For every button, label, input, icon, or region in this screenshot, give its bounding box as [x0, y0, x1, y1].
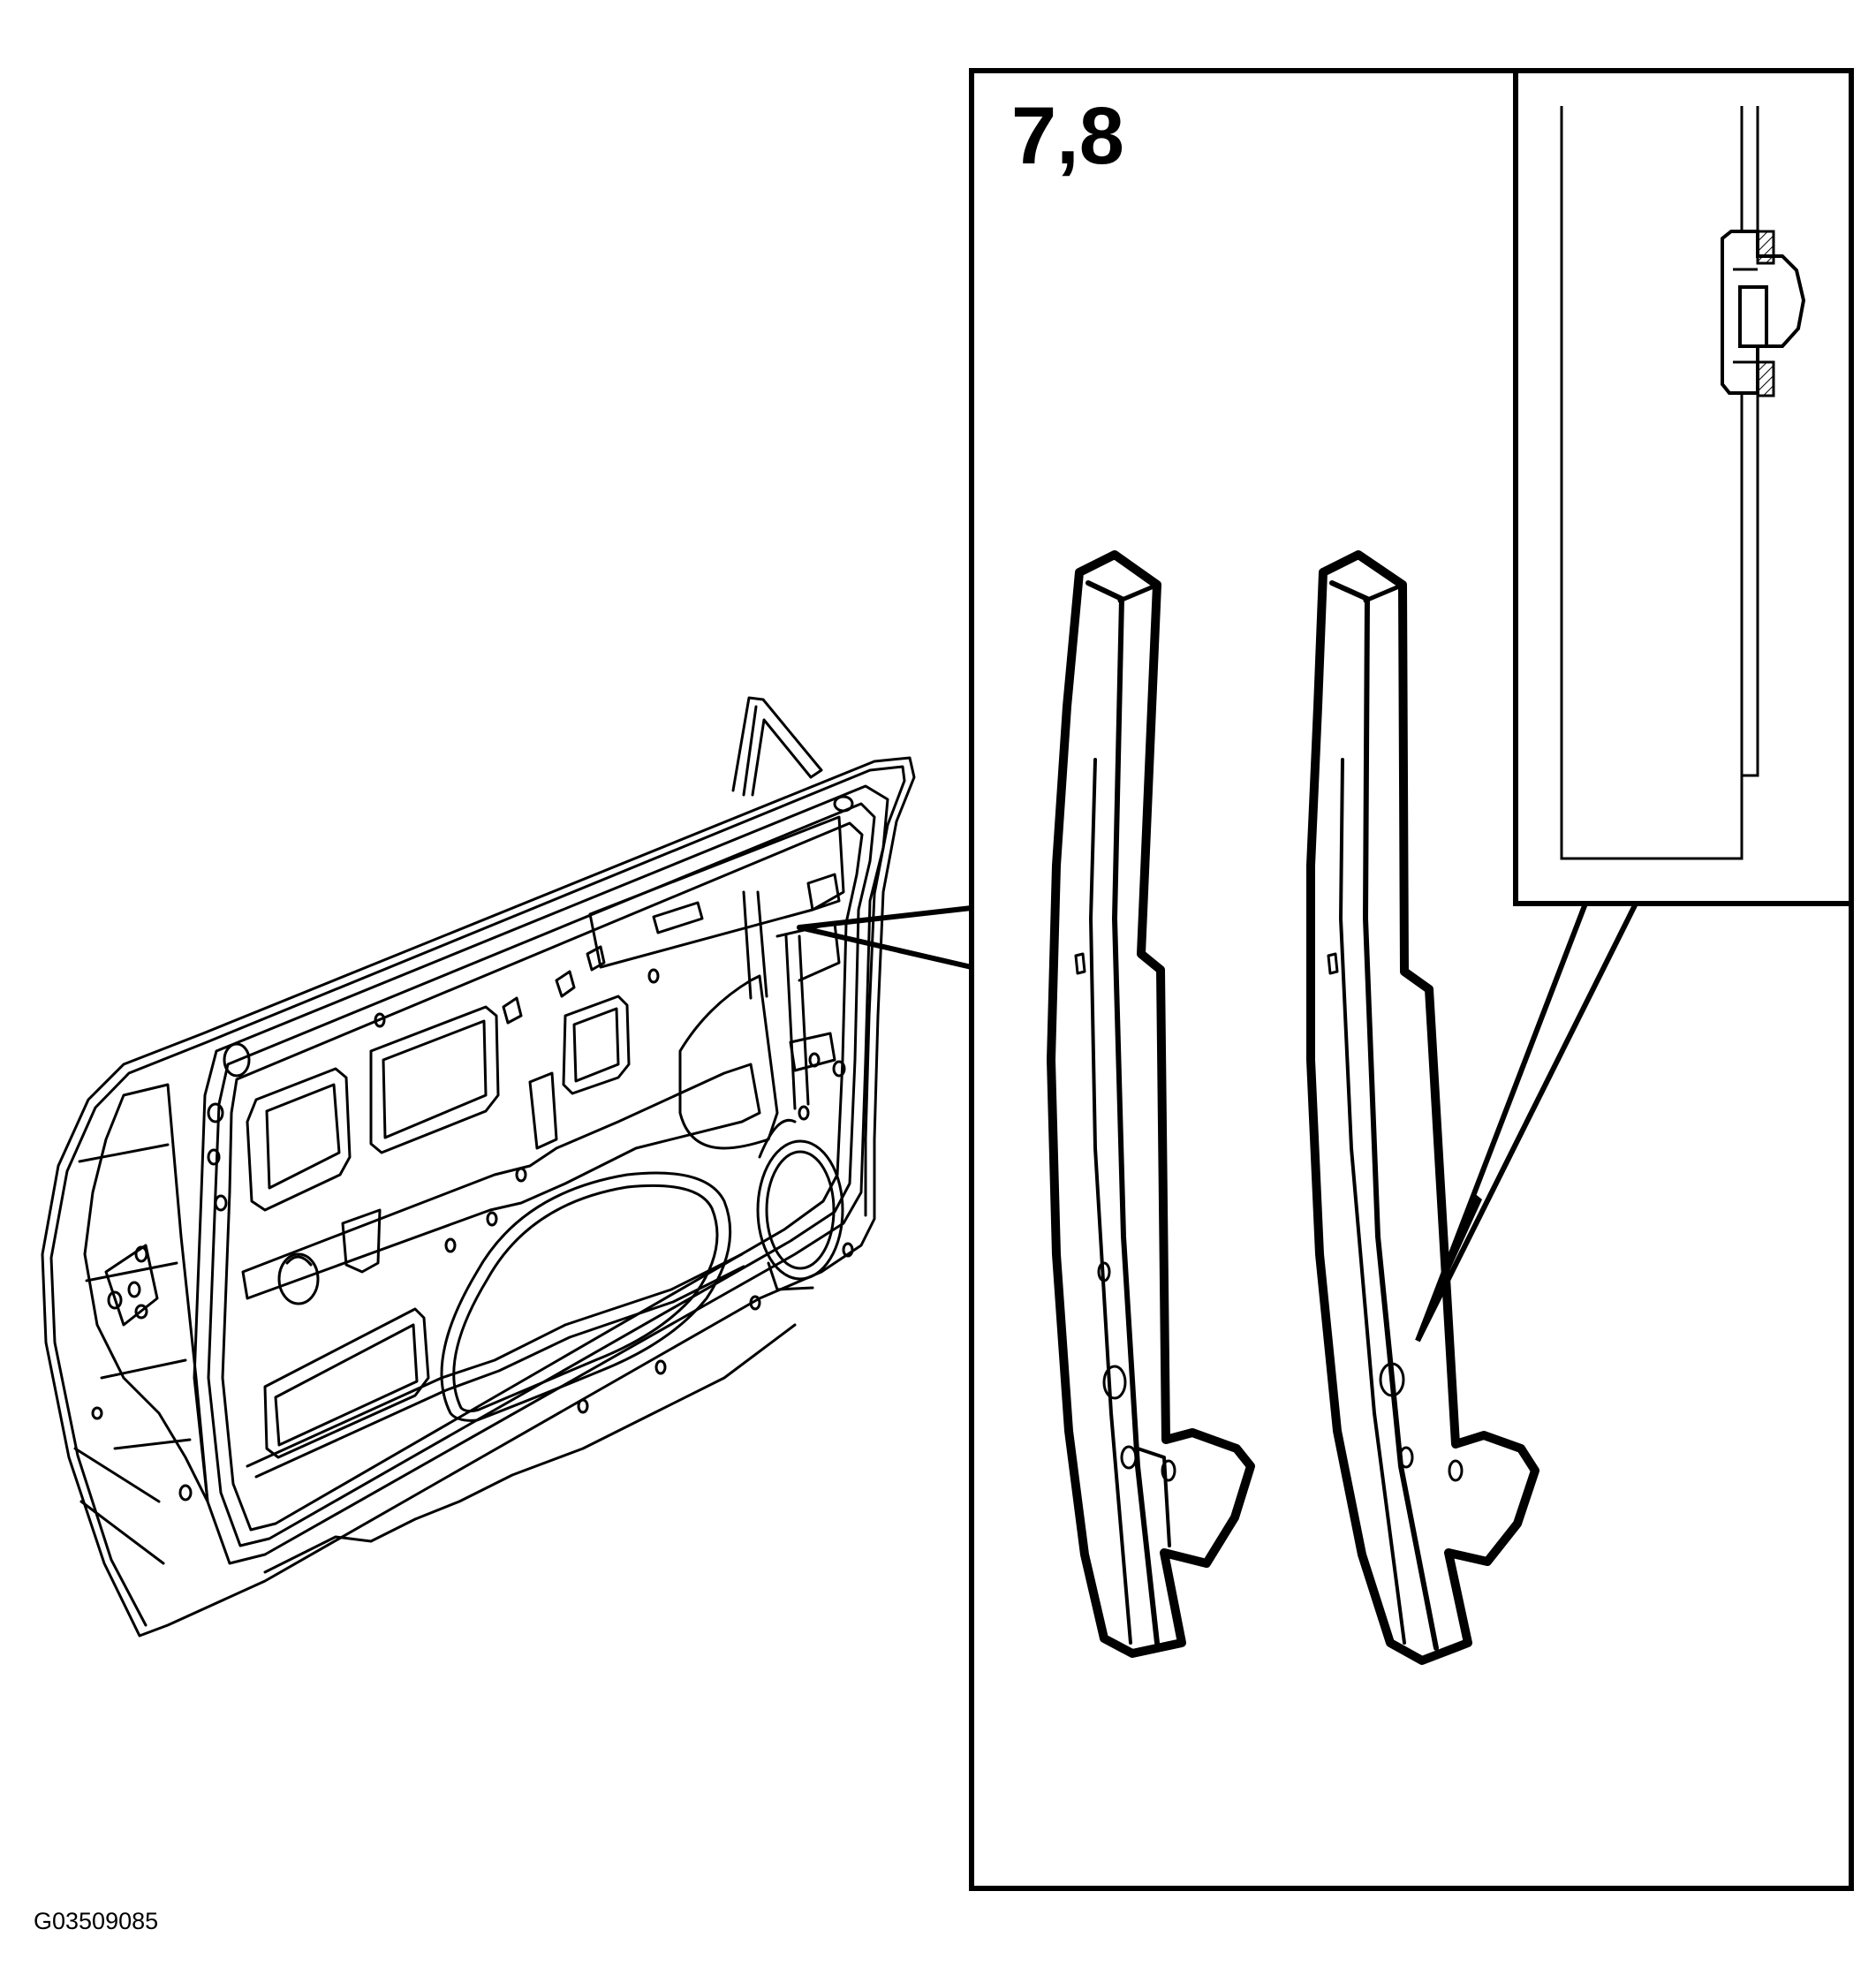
inset-pointer — [1415, 902, 1638, 1343]
inset-pointer-tip — [1418, 1192, 1482, 1341]
door-inner-panel — [41, 696, 916, 1638]
callout-box — [969, 68, 1854, 1891]
leader-lines — [797, 905, 974, 970]
window-guide-rail-right — [1306, 550, 1539, 1665]
callout-label: 7,8 — [1011, 91, 1124, 181]
figure-code: G03509085 — [34, 1908, 159, 1934]
window-guide-rail-left — [1047, 550, 1255, 1658]
detail-inset — [1560, 106, 1806, 860]
